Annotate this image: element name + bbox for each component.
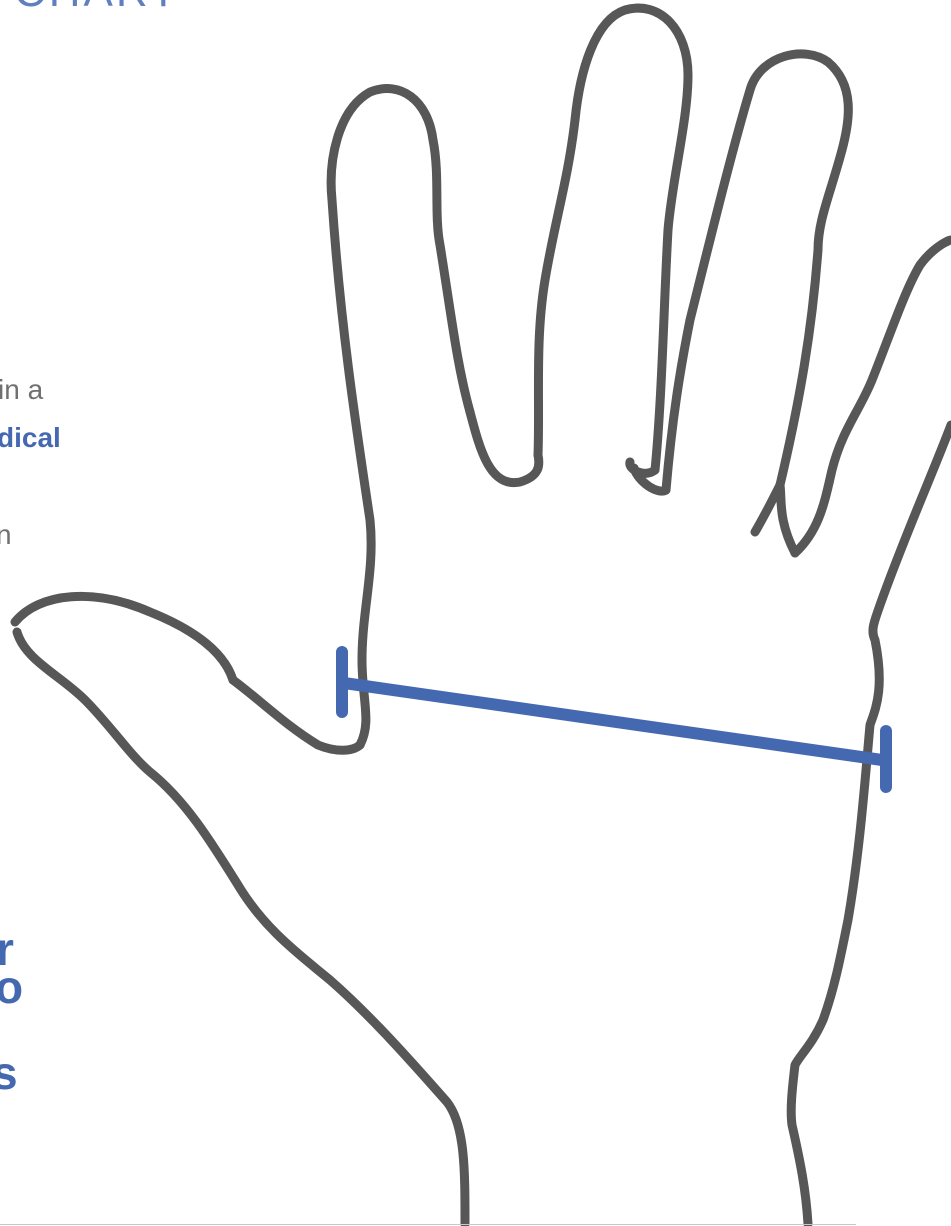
index-middle-valley-outline (470, 412, 539, 483)
ring-finger-outline (666, 54, 848, 490)
ring-pinky-valley-outline (755, 485, 795, 553)
bottom-divider (0, 1224, 856, 1225)
palm-right-outline (791, 425, 951, 1224)
index-finger-outline (331, 89, 470, 745)
middle-ring-valley-outline (630, 462, 666, 491)
middle-finger-outline (538, 8, 688, 470)
palm-measurement-line (342, 652, 886, 787)
thumb-lower-outline (17, 632, 465, 1224)
